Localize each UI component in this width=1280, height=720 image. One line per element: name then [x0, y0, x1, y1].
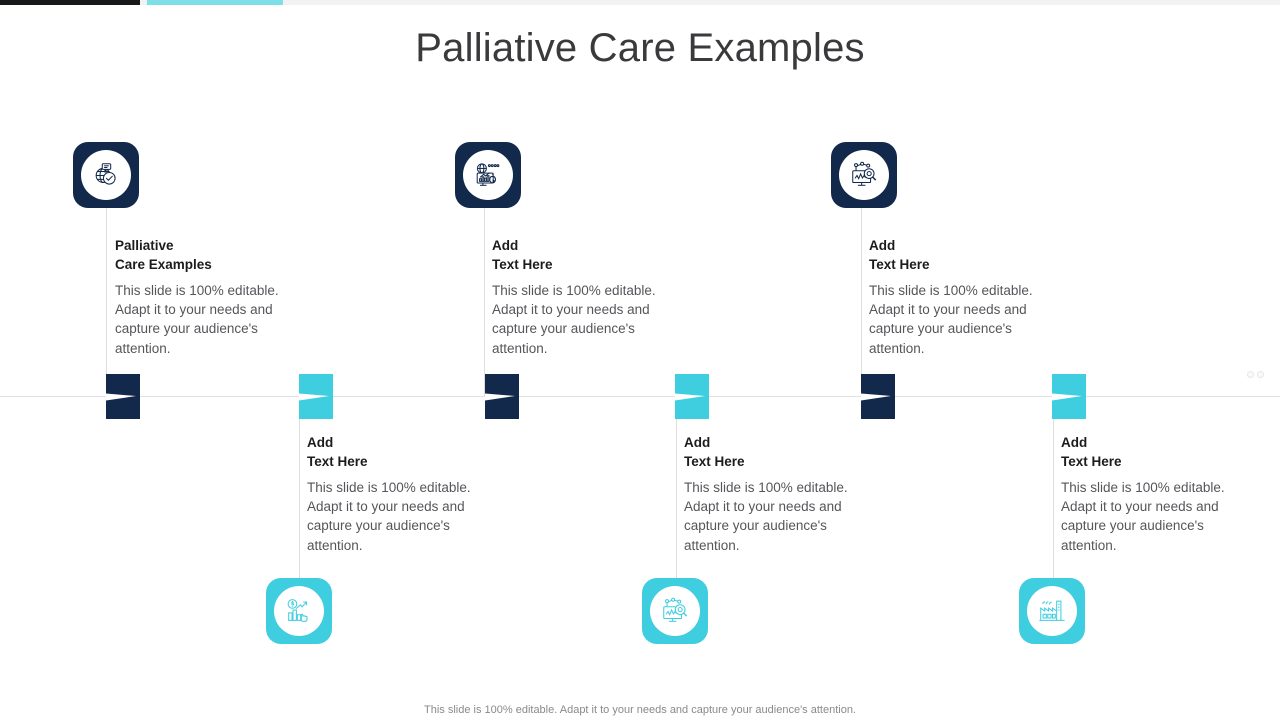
node-4-text-block: Add Text Here This slide is 100% editabl…	[684, 433, 884, 555]
node-4-axis-marker[interactable]	[675, 374, 709, 419]
node-1-text-block: Palliative Care Examples This slide is 1…	[115, 236, 315, 358]
node-4-heading: Add Text Here	[684, 435, 745, 469]
icon-disc	[274, 586, 324, 636]
node-2-axis-marker[interactable]	[299, 374, 333, 419]
chevron-notch-icon	[299, 393, 329, 401]
node-2-heading: Add Text Here	[307, 435, 368, 469]
footer-note: This slide is 100% editable. Adapt it to…	[424, 704, 856, 716]
progress-segment-cyan	[147, 0, 283, 5]
icon-tile-globe-network[interactable]	[73, 142, 139, 208]
node-3-heading: Add Text Here	[492, 238, 553, 272]
connector-line	[861, 208, 862, 396]
monitor-analytics-magnifier-icon	[852, 161, 877, 186]
node-1-body: This slide is 100% editable. Adapt it to…	[115, 283, 279, 356]
connector-line	[484, 208, 485, 396]
icon-disc	[1027, 586, 1077, 636]
node-2-body: This slide is 100% editable. Adapt it to…	[307, 480, 471, 553]
node-3-body: This slide is 100% editable. Adapt it to…	[492, 283, 656, 356]
chevron-notch-icon	[861, 393, 891, 401]
timeline-axis	[0, 396, 1280, 397]
growth-chart-money-hand-icon	[287, 599, 308, 622]
chevron-notch-icon	[1052, 393, 1082, 401]
icon-tile-globe-monitor-money-bag[interactable]	[455, 142, 521, 208]
icon-disc	[463, 150, 513, 200]
node-1-axis-marker[interactable]	[106, 374, 140, 419]
chevron-notch-icon	[485, 393, 515, 401]
node-5-heading: Add Text Here	[869, 238, 930, 272]
icon-tile-monitor-analytics-magnifier[interactable]	[642, 578, 708, 644]
node-1-heading: Palliative Care Examples	[115, 238, 212, 272]
chevron-notch-icon	[675, 393, 705, 401]
connector-line	[1053, 396, 1054, 582]
node-6-body: This slide is 100% editable. Adapt it to…	[1061, 480, 1225, 553]
icon-tile-growth-chart-money-hand[interactable]	[266, 578, 332, 644]
axis-dot	[1247, 371, 1254, 378]
factory-industry-icon	[1039, 600, 1065, 621]
progress-segment-dark	[0, 0, 140, 5]
icon-disc	[839, 150, 889, 200]
connector-line	[106, 208, 107, 396]
page-title: Palliative Care Examples	[415, 26, 865, 70]
node-6-text-block: Add Text Here This slide is 100% editabl…	[1061, 433, 1261, 555]
node-5-body: This slide is 100% editable. Adapt it to…	[869, 283, 1033, 356]
connector-line	[676, 396, 677, 582]
globe-network-icon	[95, 163, 116, 185]
icon-tile-factory-industry[interactable]	[1019, 578, 1085, 644]
axis-dot	[1257, 371, 1264, 378]
icon-disc	[650, 586, 700, 636]
node-3-axis-marker[interactable]	[485, 374, 519, 419]
node-5-text-block: Add Text Here This slide is 100% editabl…	[869, 236, 1069, 358]
node-3-text-block: Add Text Here This slide is 100% editabl…	[492, 236, 692, 358]
icon-tile-monitor-analytics-magnifier[interactable]	[831, 142, 897, 208]
globe-monitor-money-bag-icon	[476, 163, 500, 186]
node-2-text-block: Add Text Here This slide is 100% editabl…	[307, 433, 507, 555]
icon-disc	[81, 150, 131, 200]
node-6-heading: Add Text Here	[1061, 435, 1122, 469]
progress-bar	[0, 0, 1280, 5]
connector-line	[299, 396, 300, 582]
node-5-axis-marker[interactable]	[861, 374, 895, 419]
monitor-analytics-magnifier-icon	[663, 597, 688, 622]
node-4-body: This slide is 100% editable. Adapt it to…	[684, 480, 848, 553]
axis-end-dots	[1247, 371, 1264, 378]
node-6-axis-marker[interactable]	[1052, 374, 1086, 419]
chevron-notch-icon	[106, 393, 136, 401]
